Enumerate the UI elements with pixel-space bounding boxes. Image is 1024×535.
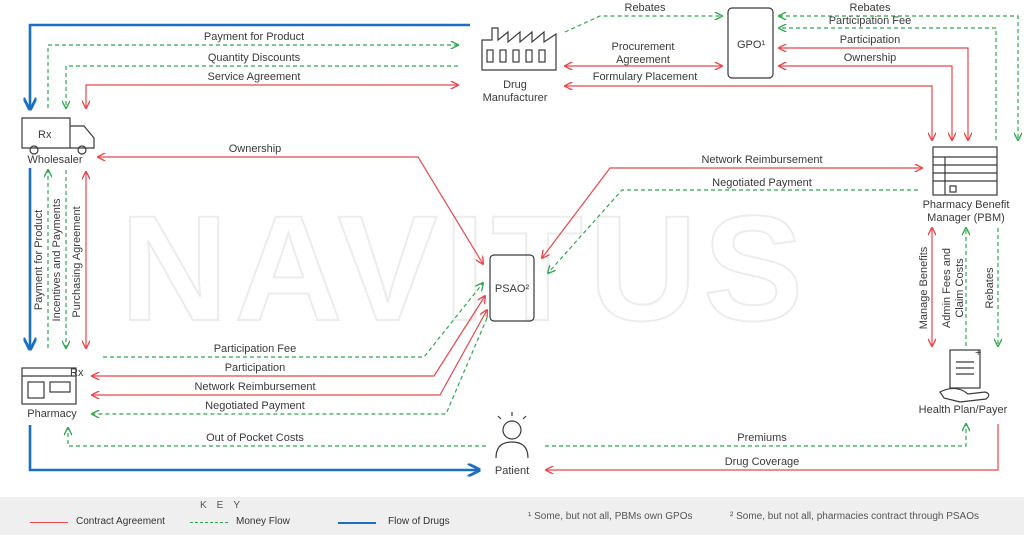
label-payment-for-product-left: Payment for Product	[33, 210, 45, 310]
label-out-of-pocket-costs: Out of Pocket Costs	[206, 432, 304, 444]
psao-box	[489, 254, 535, 322]
label-purchasing-agreement: Purchasing Agreement	[71, 206, 83, 317]
label-participation-fee-pharm: Participation Fee	[214, 343, 297, 355]
key-money-swatch	[190, 522, 228, 523]
flow-rebates-mfr-gpo	[564, 16, 722, 33]
key-drugs-swatch	[338, 522, 376, 524]
footnote-1: ¹ Some, but not all, PBMs own GPOs	[528, 511, 693, 522]
health-plan-label: Health Plan/Payer	[919, 404, 1008, 416]
label-admin-fees: Admin Fees andClaim Costs	[941, 248, 966, 328]
psao-label: PSAO²	[495, 283, 530, 295]
plus-mark: +	[975, 347, 981, 359]
patient-label: Patient	[495, 465, 529, 477]
drugs-pharmacy-to-patient	[28, 425, 478, 470]
label-negotiated-payment-pharm: Negotiated Payment	[205, 400, 305, 412]
label-formulary-placement: Formulary Placement	[593, 71, 698, 83]
pharmacy-icon: Rx	[21, 367, 84, 405]
label-manage-benefits: Manage Benefits	[918, 246, 930, 329]
label-ownership-gpo: Ownership	[844, 52, 897, 64]
pharmacy-label: Pharmacy	[27, 408, 77, 420]
flow-drug-coverage	[546, 424, 999, 470]
watermark: NAVITUS	[120, 184, 809, 352]
label-rebates-mfr-gpo: Rebates	[625, 2, 666, 14]
pbm-form-icon	[932, 146, 998, 196]
flow-out-of-pocket-costs	[68, 428, 486, 447]
flow-participation-gpo	[779, 48, 968, 140]
patient-icon	[495, 412, 529, 459]
label-network-reimbursement-pbm: Network Reimbursement	[701, 154, 822, 166]
flow-ownership-gpo	[779, 66, 952, 140]
key-drugs-label: Flow of Drugs	[388, 516, 450, 527]
flow-quantity-discounts	[66, 65, 458, 108]
pharmacy-rx-mark: Rx	[70, 367, 84, 379]
key-bar: KEY Contract Agreement Money Flow Flow o…	[0, 497, 1024, 535]
rx-mark: Rx	[38, 129, 52, 141]
flow-participation-fee-gpo	[779, 28, 997, 140]
label-network-reimbursement-pharm: Network Reimbursement	[194, 381, 315, 393]
footnote-2: ² Some, but not all, pharmacies contract…	[730, 511, 980, 522]
label-incentives-and-payments: Incentives and Payments	[51, 198, 63, 321]
key-contract-label: Contract Agreement	[76, 516, 165, 527]
label-participation-pharm: Participation	[225, 362, 286, 374]
label-rebates-gpo-pbm: Rebates	[850, 2, 891, 14]
flow-network-reimbursement-pharm	[92, 310, 487, 395]
flow-ownership-wholesaler-psao	[98, 157, 483, 264]
label-participation-fee-gpo: Participation Fee	[829, 15, 912, 27]
gpo-label: GPO¹	[737, 39, 765, 51]
flow-network-reimbursement-pbm	[542, 168, 922, 258]
flow-service-agreement	[86, 85, 458, 108]
wholesaler-label: Wholesaler	[27, 154, 82, 166]
diagram-svg: NAVITUS Rx Rx	[21, 2, 1024, 477]
factory-icon	[481, 27, 557, 71]
flow-formulary-placement	[565, 86, 932, 140]
flow-payment-for-product-top	[47, 45, 458, 108]
key-contract-swatch	[30, 522, 68, 523]
health-plan-icon: +	[939, 347, 990, 403]
key-money-label: Money Flow	[236, 516, 290, 527]
flow-rebates-gpo-pbm	[779, 16, 1018, 140]
label-premiums: Premiums	[737, 432, 787, 444]
label-participation-gpo: Participation	[840, 34, 901, 46]
flow-negotiated-payment-pbm	[548, 189, 918, 273]
label-drug-coverage: Drug Coverage	[725, 456, 800, 468]
label-rebates-pbm-plan: Rebates	[984, 267, 996, 308]
key-title: KEY	[200, 500, 251, 511]
gpo-box	[727, 7, 774, 79]
label-negotiated-payment-pbm: Negotiated Payment	[712, 177, 812, 189]
drugs-mfr-to-wholesaler	[30, 23, 470, 108]
flow-premiums	[545, 424, 966, 447]
label-quantity-discounts: Quantity Discounts	[208, 52, 301, 64]
label-ownership-wholesaler-psao: Ownership	[229, 143, 282, 155]
label-service-agreement: Service Agreement	[208, 71, 301, 83]
label-payment-for-product-top: Payment for Product	[204, 31, 304, 43]
truck-icon: Rx	[21, 117, 95, 155]
